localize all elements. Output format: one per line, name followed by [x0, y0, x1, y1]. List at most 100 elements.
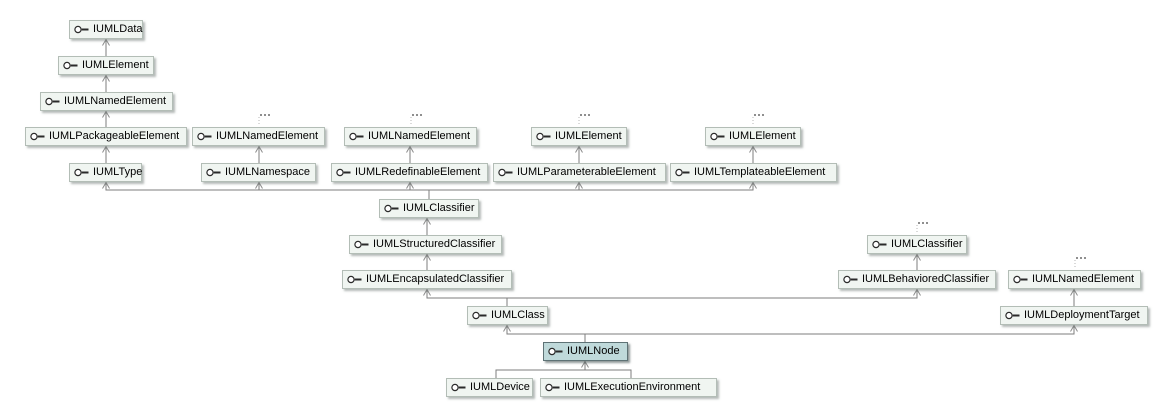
collapsed-parents-ellipsis-icon [762, 114, 764, 116]
arrowhead-up-icon [749, 181, 757, 189]
node-label: IUMLType [93, 166, 143, 178]
collapsed-parents-ellipsis-icon [758, 114, 760, 116]
node-label: IUMLTemplateableElement [694, 166, 826, 178]
interface-lollipop-icon [1013, 275, 1028, 284]
interface-lollipop-icon [548, 347, 563, 356]
arrowhead-up-icon [423, 288, 431, 296]
inheritance-connector [585, 325, 1075, 335]
interface-lollipop-icon [498, 168, 513, 177]
node-label: IUMLRedefinableElement [355, 166, 481, 178]
interface-lollipop-icon [45, 97, 60, 106]
arrowhead-up-icon [102, 145, 110, 153]
collapsed-parents-ellipsis-icon [268, 114, 270, 116]
arrowhead-up-icon [423, 253, 431, 261]
node-iuml-element[interactable]: IUMLElement [58, 56, 154, 75]
node-iuml-encapsulated-classifier[interactable]: IUMLEncapsulatedClassifier [342, 270, 512, 289]
inheritance-connector [585, 369, 632, 378]
node-iuml-namespace[interactable]: IUMLNamespace [201, 163, 316, 182]
arrowhead-up-icon [406, 181, 414, 189]
interface-lollipop-icon [536, 132, 551, 141]
node-iuml-templateable-element[interactable]: IUMLTemplateableElement [670, 163, 837, 182]
collapsed-parents-ellipsis-icon [580, 114, 582, 116]
node-label: IUMLNode [567, 345, 620, 357]
collapsed-parents-ellipsis-icon [922, 222, 924, 224]
node-iuml-named-element-3[interactable]: IUMLNamedElement [344, 127, 477, 146]
interface-lollipop-icon [354, 240, 369, 249]
node-iuml-type[interactable]: IUMLType [69, 163, 142, 182]
node-iuml-element-3[interactable]: IUMLElement [705, 127, 801, 146]
node-iuml-parameterable-element[interactable]: IUMLParameterableElement [493, 163, 666, 182]
node-iuml-class[interactable]: IUMLClass [467, 306, 548, 325]
node-iuml-behaviored-classifier[interactable]: IUMLBehavioredClassifier [838, 270, 996, 289]
interface-lollipop-icon [74, 25, 89, 34]
node-label: IUMLNamedElement [1032, 273, 1135, 285]
node-iuml-classifier-2[interactable]: IUMLClassifier [867, 235, 967, 254]
interface-lollipop-icon [872, 240, 887, 249]
node-iuml-structured-classifier[interactable]: IUMLStructuredClassifier [349, 235, 502, 254]
interface-lollipop-icon [472, 311, 487, 320]
node-label: IUMLClassifier [891, 238, 963, 250]
collapsed-parents-ellipsis-icon [754, 114, 756, 116]
node-iuml-data[interactable]: IUMLData [69, 20, 143, 39]
arrowhead-up-icon [749, 145, 757, 153]
inheritance-connector [495, 361, 586, 378]
inheritance-connector [105, 182, 430, 199]
arrowhead-up-icon [102, 181, 110, 189]
inheritance-connector [429, 182, 754, 191]
node-label: IUMLData [93, 23, 143, 35]
node-label: IUMLStructuredClassifier [373, 238, 496, 250]
arrowhead-up-icon [406, 145, 414, 153]
node-label: IUMLEncapsulatedClassifier [366, 273, 505, 285]
node-iuml-named-element-2[interactable]: IUMLNamedElement [192, 127, 325, 146]
interface-lollipop-icon [843, 275, 858, 284]
arrowhead-up-icon [102, 74, 110, 82]
arrowhead-up-icon [102, 110, 110, 118]
node-label: IUMLNamedElement [216, 130, 319, 142]
arrowhead-up-icon [913, 253, 921, 261]
node-iuml-named-element[interactable]: IUMLNamedElement [40, 92, 173, 111]
node-iuml-execution-environment[interactable]: IUMLExecutionEnvironment [540, 378, 717, 397]
interface-lollipop-icon [206, 168, 221, 177]
arrowhead-up-icon [1070, 288, 1078, 296]
node-label: IUMLBehavioredClassifier [862, 273, 990, 285]
arrowhead-up-icon [255, 181, 263, 189]
node-iuml-redefinable-element[interactable]: IUMLRedefinableElement [331, 163, 488, 182]
interface-lollipop-icon [675, 168, 690, 177]
interface-lollipop-icon [30, 132, 45, 141]
collapsed-parents-ellipsis-icon [584, 114, 586, 116]
node-iuml-node[interactable]: IUMLNode [543, 342, 628, 361]
node-label: IUMLClass [491, 309, 545, 321]
node-label: IUMLExecutionEnvironment [564, 381, 701, 393]
interface-lollipop-icon [349, 132, 364, 141]
collapsed-parents-ellipsis-icon [1076, 257, 1078, 259]
collapsed-parents-ellipsis-icon [420, 114, 422, 116]
interface-lollipop-icon [74, 168, 89, 177]
interface-lollipop-icon [197, 132, 212, 141]
interface-lollipop-icon [347, 275, 362, 284]
collapsed-parents-ellipsis-icon [416, 114, 418, 116]
node-label: IUMLClassifier [403, 202, 475, 214]
node-iuml-element-2[interactable]: IUMLElement [531, 127, 627, 146]
node-iuml-device[interactable]: IUMLDevice [446, 378, 533, 397]
node-iuml-packageable-element[interactable]: IUMLPackageableElement [25, 127, 187, 146]
interface-lollipop-icon [336, 168, 351, 177]
arrowhead-up-icon [503, 324, 511, 332]
collapsed-parents-ellipsis-icon [1084, 257, 1086, 259]
collapsed-parents-ellipsis-icon [1080, 257, 1082, 259]
node-iuml-classifier[interactable]: IUMLClassifier [379, 199, 479, 218]
interface-lollipop-icon [1005, 311, 1020, 320]
node-iuml-deployment-target[interactable]: IUMLDeploymentTarget [1000, 306, 1148, 325]
node-label: IUMLDevice [470, 381, 530, 393]
node-iuml-named-element-4[interactable]: IUMLNamedElement [1008, 270, 1141, 289]
collapsed-parents-ellipsis-icon [412, 114, 414, 116]
inheritance-connector [507, 289, 918, 299]
node-label: IUMLNamespace [225, 166, 310, 178]
node-label: IUMLDeploymentTarget [1024, 309, 1140, 321]
interface-lollipop-icon [63, 61, 78, 70]
node-label: IUMLParameterableElement [517, 166, 656, 178]
node-label: IUMLNamedElement [368, 130, 471, 142]
collapsed-parents-ellipsis-icon [926, 222, 928, 224]
collapsed-parents-ellipsis-icon [264, 114, 266, 116]
